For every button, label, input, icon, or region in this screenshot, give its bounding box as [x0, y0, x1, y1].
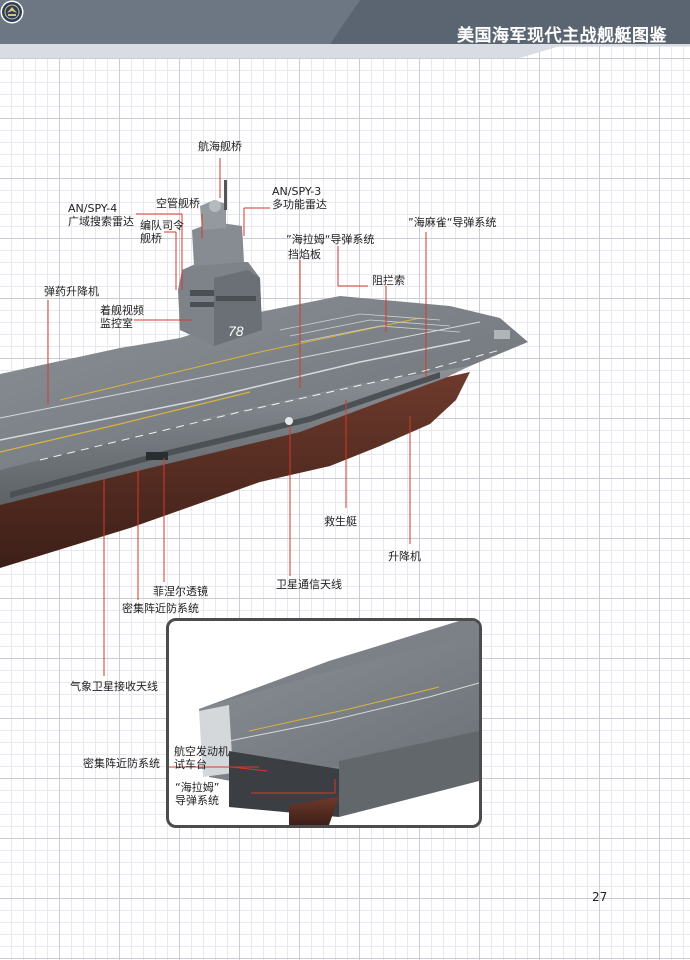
label-essm: ”海麻雀“导弹系统	[408, 216, 497, 229]
label-elevator: 升降机	[388, 550, 421, 563]
stern-detail-inset: 航空发动机 试车台 “海拉姆” 导弹系统	[166, 618, 482, 828]
label-atc-bridge: 空管舰桥	[156, 197, 200, 210]
flight-deck	[0, 296, 528, 470]
hull	[0, 372, 470, 568]
label-ammo-elevator: 弹药升降机	[44, 285, 99, 298]
navy-seal-icon	[0, 0, 24, 24]
label-satcom: 卫星通信天线	[276, 578, 342, 591]
label-blast-deflector: 挡焰板	[288, 248, 321, 261]
label-arresting-wire: 阻拦索	[372, 274, 405, 287]
header-band	[0, 0, 690, 58]
label-video-room-line2: 监控室	[100, 317, 133, 330]
label-ciws: 密集阵近防系统	[122, 602, 199, 615]
label-lifeboat: 救生艇	[324, 515, 357, 528]
bow-detail	[146, 330, 510, 460]
label-video-room-line1: 着舰视频	[100, 304, 144, 317]
hull-side	[0, 358, 470, 505]
label-fleet-cmd-line2: 舰桥	[140, 232, 162, 245]
inset-label-ciws: 密集阵近防系统	[83, 757, 160, 770]
label-fresnel: 菲涅尔透镜	[153, 585, 208, 598]
label-fleet-cmd-line1: 编队司令	[140, 219, 184, 232]
inset-label-engine-line1: 航空发动机	[174, 745, 229, 758]
label-nav-bridge: 航海舰桥	[198, 140, 242, 153]
page-number: 27	[592, 890, 608, 904]
leader-lines	[47, 158, 427, 676]
inset-label-ram-line2: 导弹系统	[175, 794, 219, 807]
label-anspy4-line1: AN/SPY-4	[68, 202, 118, 215]
page-title: 美国海军现代主战舰艇图鉴	[457, 26, 667, 46]
label-anspy4-line2: 广域搜索雷达	[68, 215, 134, 228]
label-anspy3-line2: 多功能雷达	[272, 198, 327, 211]
label-anspy3-line1: AN/SPY-3	[272, 185, 322, 198]
inset-label-engine-line2: 试车台	[174, 758, 207, 771]
inset-label-ram-line1: “海拉姆”	[175, 781, 220, 794]
label-weather-sat: 气象卫星接收天线	[70, 680, 158, 693]
page-header: 美国海军现代主战舰艇图鉴	[0, 0, 690, 62]
hull-number: 78	[228, 323, 244, 339]
label-ram: ”海拉姆“导弹系统	[286, 233, 375, 246]
island-superstructure: 78	[178, 180, 262, 346]
stern-detail-illustration	[169, 621, 479, 825]
